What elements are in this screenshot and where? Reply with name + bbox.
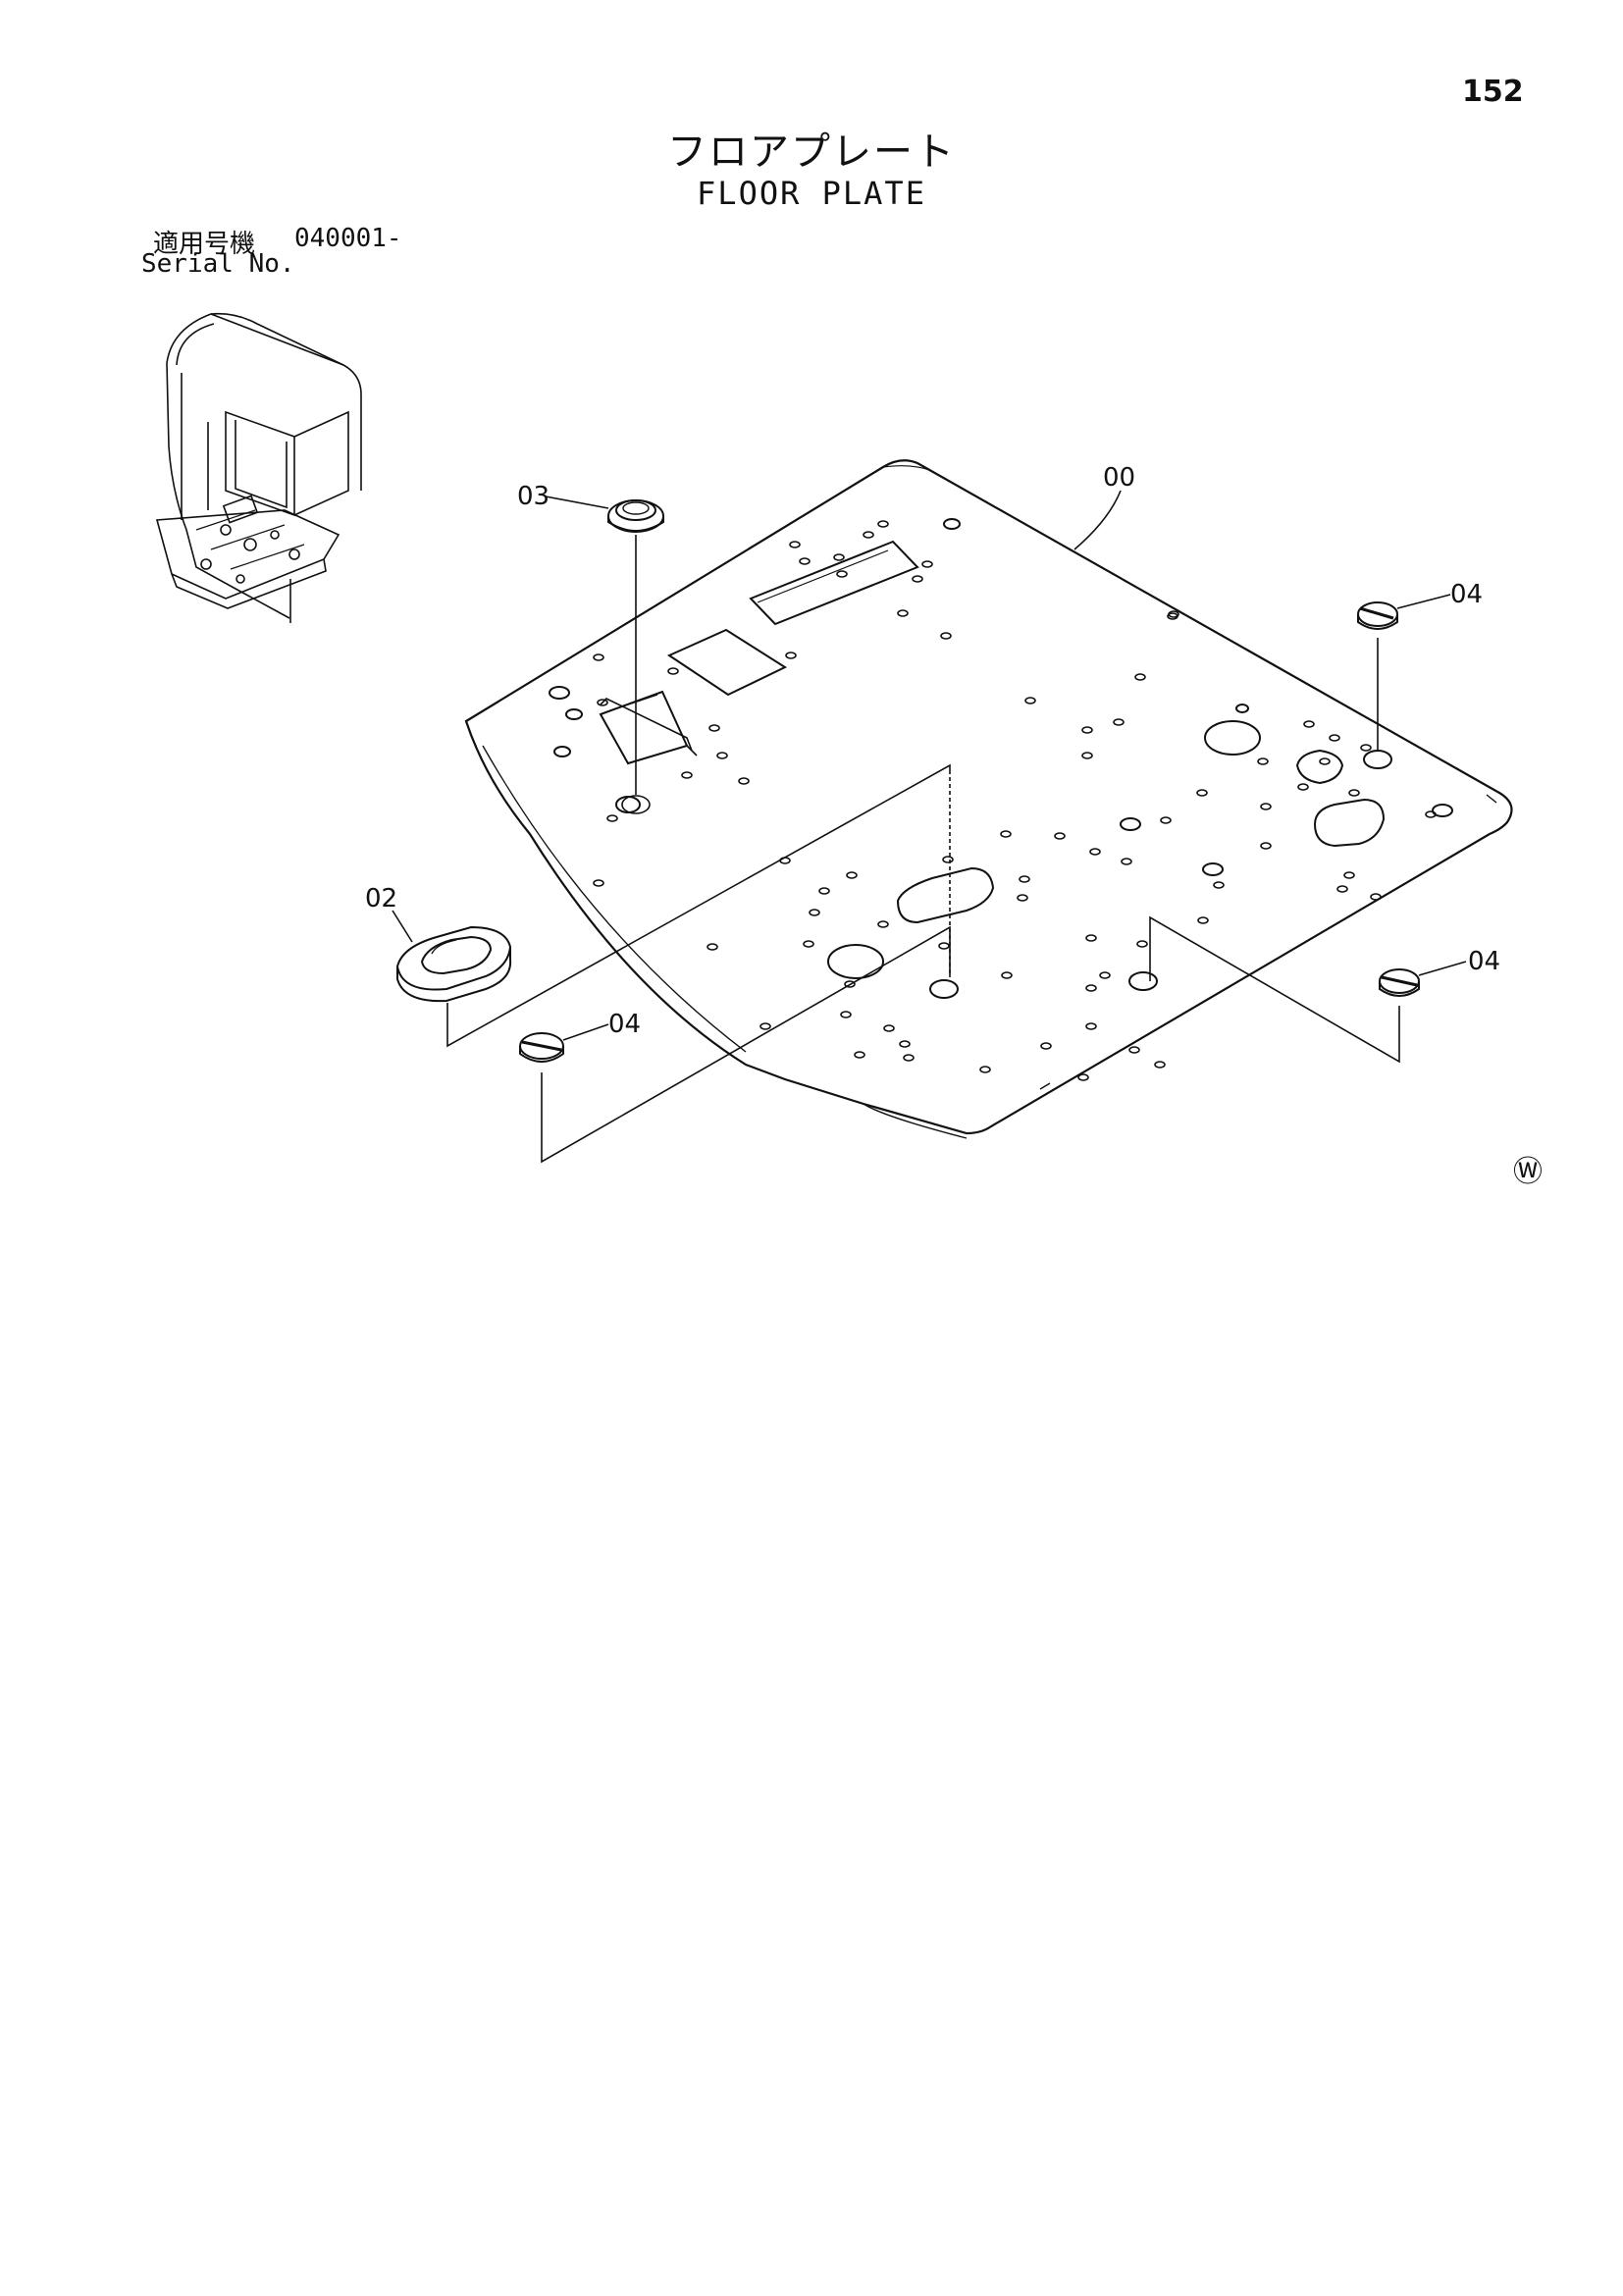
leader-02 (446, 763, 951, 1048)
leader-04-right-bottom (1149, 915, 1400, 1064)
leader-00 (1073, 490, 1122, 550)
floor-plate (464, 459, 1513, 1139)
serial-value: 040001- (294, 224, 402, 253)
plug-right-top-part (1357, 601, 1398, 630)
page-title-jp: フロアプレート (667, 130, 956, 175)
callout-03: 03 (517, 482, 550, 511)
plate-small-holes (593, 520, 1437, 1081)
cab-overview-illustration (155, 312, 362, 623)
plate-large-holes (549, 518, 1453, 999)
grommet-oval-part (395, 925, 512, 1003)
callout-04-right-bottom: 04 (1468, 947, 1500, 976)
plate-cutouts (599, 540, 1386, 924)
callout-04-left: 04 (608, 1010, 641, 1039)
callout-02: 02 (365, 884, 397, 913)
page-title-en: FLOOR PLATE (697, 175, 926, 212)
callout-04-right-top: 04 (1450, 580, 1483, 609)
grommet-round-part (607, 499, 664, 533)
leader-04-left (541, 925, 951, 1164)
page-number: 152 (1462, 75, 1524, 109)
serial-label-en: Serial No. (141, 249, 295, 279)
w-stamp: Ⓦ (1513, 1155, 1543, 1189)
callout-00: 00 (1103, 463, 1135, 493)
plug-left-part (519, 1032, 564, 1063)
plug-right-bottom-part (1379, 968, 1420, 997)
serial-label-jp: 適用号機 (153, 230, 256, 259)
